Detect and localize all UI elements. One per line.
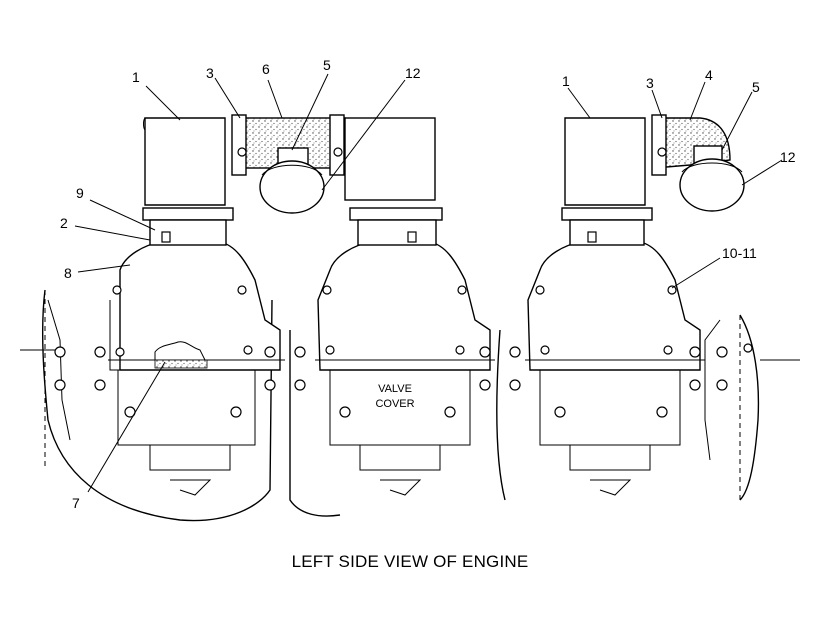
air-cleaner-left [142, 114, 443, 246]
callout-9: 9 [76, 185, 84, 201]
callout-12-left: 12 [405, 65, 421, 81]
callout-7: 7 [72, 495, 80, 511]
callout-1-right: 1 [562, 73, 570, 89]
valve-cover-right [525, 241, 705, 496]
callout-12-right: 12 [780, 149, 796, 165]
air-cleaner-right [561, 114, 745, 246]
leader-lines [74, 73, 783, 493]
callout-5-left: 5 [323, 57, 331, 73]
valve-label-line2: COVER [375, 398, 414, 410]
engine-block [20, 289, 800, 522]
bolts [54, 285, 753, 418]
callout-6: 6 [262, 61, 270, 77]
diagram-caption: LEFT SIDE VIEW OF ENGINE [291, 552, 529, 571]
callout-3-right: 3 [646, 75, 654, 91]
callout-10-11: 10-11 [722, 245, 757, 261]
valve-cover-left [108, 241, 285, 496]
callout-2: 2 [60, 215, 68, 231]
callout-3-left: 3 [206, 65, 214, 81]
valve-label-line1: VALVE [378, 383, 412, 395]
callout-8: 8 [64, 265, 72, 281]
callout-5-right: 5 [752, 79, 760, 95]
callout-4: 4 [705, 67, 713, 83]
valve-cover-middle: VALVE COVER [315, 241, 495, 496]
callout-1-left: 1 [132, 69, 140, 85]
